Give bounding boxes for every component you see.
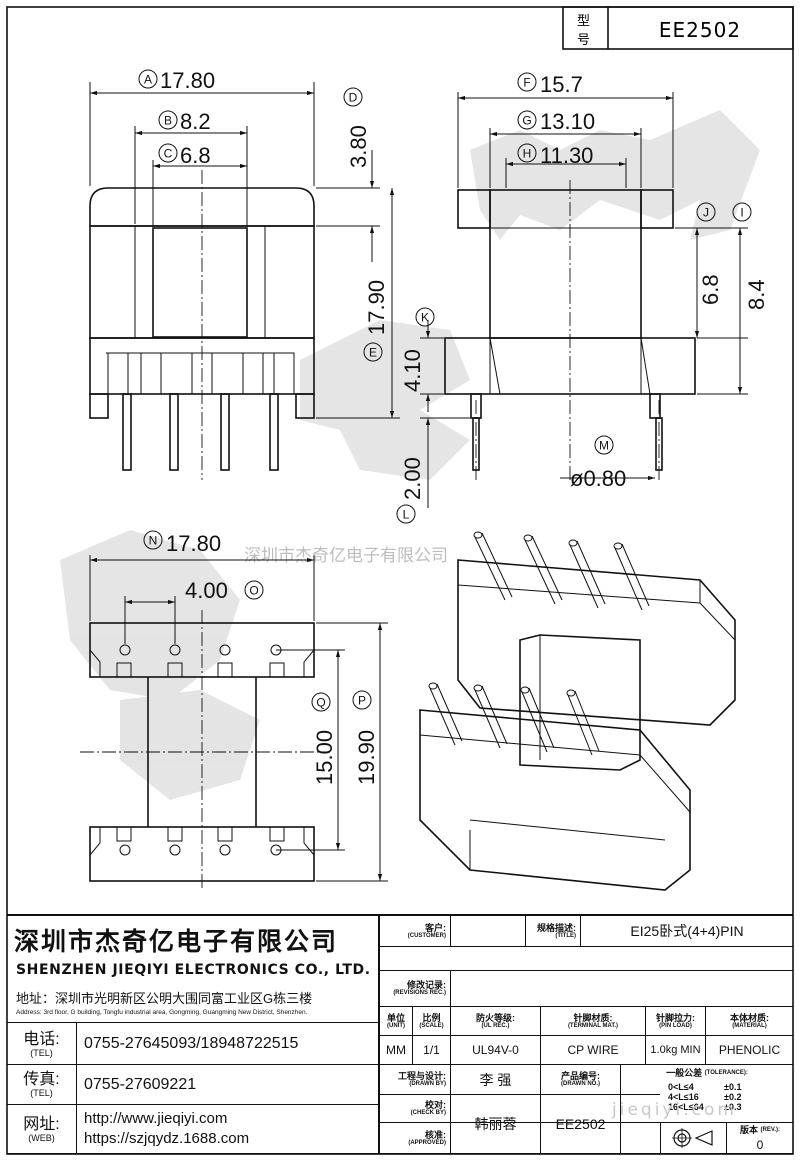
terminal-value: CP WIRE	[567, 1043, 619, 1057]
dim-b-tag: B	[164, 114, 172, 128]
dim-b-value: 8.2	[180, 109, 211, 134]
dim-p-value: 19.90	[354, 730, 379, 785]
rev-value: 0	[756, 1138, 764, 1152]
ul-value: UL94V-0	[472, 1043, 519, 1057]
dim-q-value: 15.00	[312, 730, 337, 785]
address-label: 地址：	[16, 990, 56, 1006]
dim-m-tag: M	[599, 439, 609, 453]
title-label: 规格描述:(TITLE)	[537, 922, 576, 939]
dim-o-value: 4.00	[185, 578, 228, 603]
model-header: 型 号 EE2502	[562, 6, 794, 50]
dim-c-tag: C	[164, 147, 173, 161]
dim-l-value: 2.00	[400, 457, 425, 500]
dim-j-value: 6.8	[698, 274, 723, 305]
dim-d-value: 3.80	[346, 125, 371, 168]
drawn-no-label: 产品编号:(DRAWN NO.)	[561, 1071, 600, 1087]
approved-label: 核准:(APPROVED)	[408, 1129, 446, 1146]
dim-a-value: 17.80	[160, 68, 215, 93]
dim-i-value: 8.4	[744, 279, 769, 310]
tolerance-table: 0<L≤4 ±0.1 4<L≤16 ±0.2 16<L≤64 ±0.3	[668, 1082, 788, 1112]
customer-label: 客户:(CUSTOMER)	[407, 922, 446, 939]
bottom-view	[80, 555, 388, 890]
dim-e-tag: E	[369, 346, 377, 360]
tel-value: 0755-27645093/18948722515	[84, 1035, 299, 1052]
dim-m-value: ø0.80	[570, 466, 626, 491]
sheet-border	[6, 6, 794, 1155]
pinload-value: 1.0kg MIN	[650, 1044, 701, 1056]
dim-o-tag: O	[249, 584, 258, 598]
drawn-by-value: 李 强	[479, 1071, 512, 1088]
front-view	[89, 82, 400, 480]
dim-k-tag: K	[421, 311, 429, 325]
customer-value	[451, 916, 525, 946]
title-value: EI25卧式(4+4)PIN	[630, 923, 744, 939]
dim-a-tag: A	[144, 73, 152, 87]
dim-h-value: 11.30	[540, 143, 593, 168]
dim-j-tag: J	[703, 206, 709, 220]
tel-label: 电话:(TEL)	[23, 1030, 60, 1058]
pinload-label: 针脚拉力:(PIN LOAD)	[656, 1012, 695, 1029]
unit-label: 单位(UNIT)	[386, 1012, 405, 1029]
dim-f-tag: F	[523, 76, 530, 90]
scale-value: 1/1	[423, 1043, 440, 1057]
company-name-cn: 深圳市杰奇亿电子有限公司	[14, 927, 339, 956]
isometric-view	[419, 531, 736, 891]
approved-value: 韩丽蓉	[474, 1116, 517, 1132]
dim-q-tag: Q	[316, 696, 325, 710]
company-address-cn: 地址：深圳市光明新区公明大围同富工业区G栋三楼	[10, 988, 376, 1006]
brush-watermark	[60, 110, 760, 800]
title-block: 深圳市杰奇亿电子有限公司 SHENZHEN JIEQIYI ELECTRONIC…	[0, 914, 800, 1161]
check-by-label: 校对:(CHECK BY)	[410, 1100, 446, 1116]
dim-h-tag: H	[523, 147, 532, 161]
web-link-1[interactable]: http://www.jieqiyi.com	[84, 1110, 228, 1127]
tol-value-1: ±0.1	[724, 1082, 742, 1092]
tol-range-3: 16<L≤64	[668, 1102, 704, 1112]
tol-value-3: ±0.3	[724, 1102, 742, 1112]
dim-g-value: 13.10	[540, 109, 595, 134]
drawn-by-label: 工程与设计:(DRAWN BY)	[398, 1071, 446, 1087]
material-label: 本体材质:(MATERIAL)	[730, 1012, 769, 1029]
projection-symbol-icon	[661, 1123, 726, 1153]
dim-n-value: 17.80	[166, 531, 221, 556]
text-watermark: 深圳市杰奇亿电子有限公司	[244, 546, 448, 566]
model-label-1: 型	[577, 14, 590, 29]
rev-label: 版本 (REV.):	[740, 1125, 780, 1135]
side-view	[420, 92, 748, 508]
tol-range-2: 4<L≤16	[668, 1092, 699, 1102]
revisions-label: 修改记录:(REVISIONS REC.)	[393, 979, 446, 996]
fax-value: 0755-27609221	[84, 1075, 197, 1093]
tolerance-label: 一般公差 (TOLERANCE):	[666, 1068, 748, 1078]
dim-n-tag: N	[149, 534, 158, 548]
unit-value: MM	[386, 1043, 406, 1057]
ul-label: 防火等级:(UL REC.)	[476, 1012, 515, 1029]
terminal-label: 针脚材质:(TERMINAL MAT.)	[567, 1012, 619, 1029]
material-value: PHENOLIC	[718, 1043, 781, 1057]
model-value: EE2502	[659, 18, 741, 42]
drawn-no-value: EE2502	[555, 1116, 606, 1132]
model-label-2: 号	[577, 33, 590, 48]
dim-p-tag: P	[358, 694, 366, 708]
dim-d-tag: D	[349, 91, 358, 105]
dim-l-tag: L	[403, 508, 410, 522]
tol-range-1: 0<L≤4	[668, 1082, 694, 1092]
dim-c-value: 6.8	[180, 143, 211, 168]
dim-i-tag: I	[740, 206, 743, 220]
tol-value-2: ±0.2	[724, 1092, 742, 1102]
dim-g-tag: G	[522, 114, 531, 128]
web-link-2[interactable]: https://szjqydz.1688.com	[84, 1130, 250, 1147]
site-watermark: jieqiyi.com	[612, 1100, 737, 1120]
fax-label: 传真:(TEL)	[23, 1071, 60, 1098]
dim-f-value: 15.7	[540, 72, 583, 97]
dim-k-value: 4.10	[400, 349, 425, 392]
scale-label: 比例(SCALE)	[419, 1012, 444, 1029]
company-address-en: Address: 3rd floor, G building, Tongfu i…	[16, 1008, 308, 1016]
dimension-labels: A 17.80 B 8.2 C 6.8 D 3.80 E 17.90 F 15.…	[138, 68, 769, 785]
address-value: 深圳市光明新区公明大围同富工业区G栋三楼	[55, 990, 313, 1006]
company-name-en: SHENZHEN JIEQIYI ELECTRONICS CO., LTD.	[16, 962, 371, 978]
web-label: 网址:(WEB)	[23, 1115, 60, 1143]
dim-e-value: 17.90	[364, 280, 389, 335]
